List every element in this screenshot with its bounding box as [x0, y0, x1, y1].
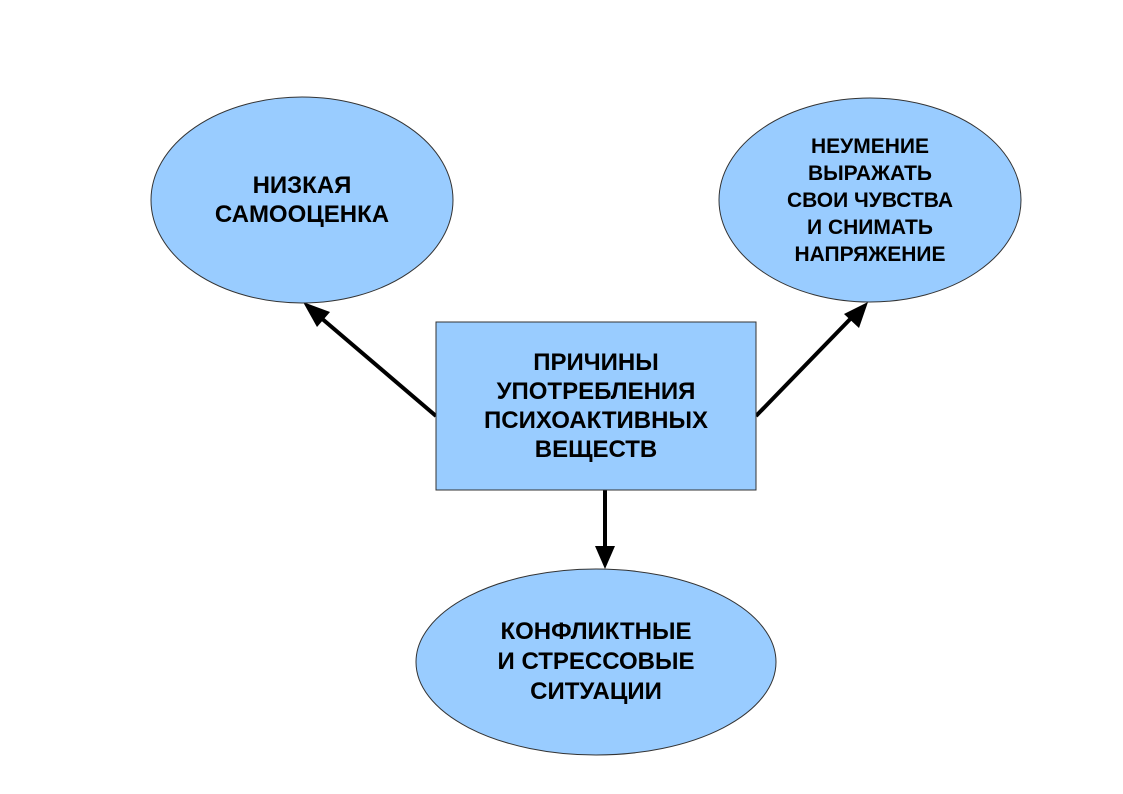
arrow-to-inability-express — [754, 309, 860, 418]
center-node-label: ПРИЧИНЫ УПОТРЕБЛЕНИЯ ПСИХОАКТИВНЫХ ВЕЩЕС… — [436, 322, 756, 490]
center-line-4: ВЕЩЕСТВ — [534, 436, 658, 463]
bottom-node-label: КОНФЛИКТНЫЕ И СТРЕССОВЫЕ СИТУАЦИИ — [416, 569, 776, 755]
left-node-label: НИЗКАЯ САМООЦЕНКА — [151, 97, 453, 302]
node-inability-express-feelings — [718, 97, 1022, 303]
left-line-2: САМООЦЕНКА — [214, 200, 390, 228]
center-line-3: ПСИХОАКТИВНЫХ — [484, 407, 708, 434]
left-line-1: НИЗКАЯ — [252, 171, 352, 199]
right-line-1: НЕУМЕНИЕ — [810, 134, 929, 158]
right-line-2: ВЫРАЖАТЬ — [807, 161, 933, 185]
node-low-self-esteem — [150, 96, 454, 304]
node-conflict-stress-situations — [415, 568, 777, 756]
right-line-3: СВОИ ЧУВСТВА — [786, 188, 953, 212]
center-line-2: УПОТРЕБЛЕНИЯ — [496, 378, 696, 405]
node-causes-center — [435, 321, 757, 491]
arrowhead-left — [303, 302, 330, 327]
right-node-label: НЕУМЕНИЕ ВЫРАЖАТЬ СВОИ ЧУВСТВА И СНИМАТЬ… — [719, 98, 1021, 302]
right-line-4: И СНИМАТЬ — [807, 215, 933, 239]
bottom-line-3: СИТУАЦИИ — [530, 678, 662, 705]
arrowhead-bottom — [595, 546, 615, 569]
arrowhead-right — [844, 302, 868, 328]
arrow-to-low-self-esteem — [311, 309, 438, 418]
center-line-1: ПРИЧИНЫ — [533, 349, 659, 376]
right-line-5: НАПРЯЖЕНИЕ — [794, 242, 946, 266]
bottom-line-2: И СТРЕССОВЫЕ — [497, 648, 695, 675]
bottom-line-1: КОНФЛИКТНЫЕ — [500, 618, 692, 645]
